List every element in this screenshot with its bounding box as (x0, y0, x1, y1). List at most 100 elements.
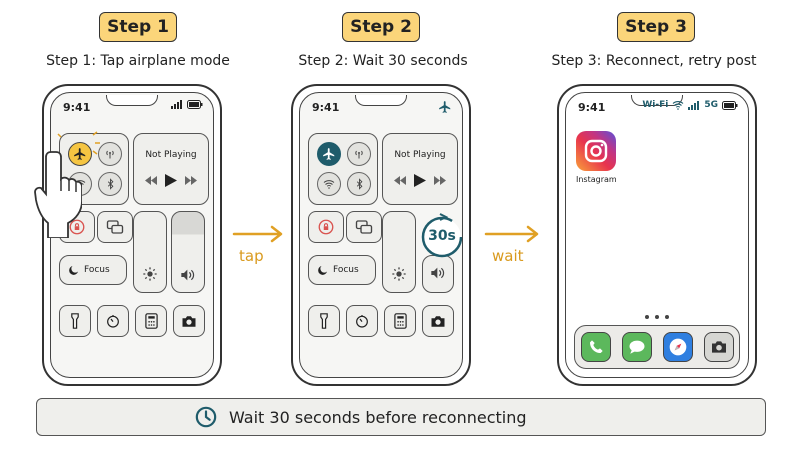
battery-icon (722, 100, 738, 110)
screen-mirroring-button[interactable] (346, 211, 382, 243)
safari-app[interactable] (662, 332, 693, 362)
focus-button[interactable]: Focus (59, 255, 127, 285)
airplane-icon (323, 148, 335, 160)
now-playing-panel: Not Playing (133, 133, 209, 205)
status-time: 9:41 (312, 101, 340, 114)
bluetooth-icon (356, 178, 362, 190)
countdown-ring (421, 213, 462, 258)
brightness-icon (143, 267, 157, 281)
phone-app[interactable] (580, 332, 611, 362)
connectivity-panel (308, 133, 378, 205)
volume-icon (181, 269, 195, 281)
connectivity-panel (59, 133, 129, 205)
focus-label: Focus (333, 265, 359, 275)
status-icons: Wi-Fi 5G (642, 100, 738, 110)
volume-slider[interactable] (422, 255, 454, 293)
phone-step-1: 9:41 Not Playing (42, 84, 222, 386)
forward-icon[interactable] (185, 176, 197, 185)
step-2-caption: Step 2: Wait 30 seconds (298, 53, 468, 69)
status-time: 9:41 (578, 101, 606, 114)
rotation-lock-icon (69, 219, 85, 235)
wifi-icon (672, 101, 684, 110)
screen-mirroring-icon (355, 220, 373, 234)
wifi-toggle[interactable] (317, 172, 341, 196)
camera-app[interactable] (703, 332, 734, 362)
clock-icon (195, 406, 217, 428)
moon-icon (69, 266, 78, 275)
rotation-lock-icon (318, 219, 334, 235)
flashlight-button[interactable] (308, 305, 340, 337)
now-playing-panel: Not Playing (382, 133, 458, 205)
cellular-data-icon (355, 150, 363, 159)
cellular-label: 5G (704, 100, 718, 110)
forward-icon[interactable] (434, 176, 446, 185)
calculator-button[interactable] (135, 305, 167, 337)
messages-app[interactable] (621, 332, 652, 362)
phone-step-2: 9:41 Not Playing (291, 84, 471, 386)
brightness-slider[interactable] (382, 211, 416, 293)
flashlight-icon (71, 313, 79, 329)
moon-icon (318, 266, 327, 275)
camera-button[interactable] (422, 305, 454, 337)
camera-icon (431, 315, 445, 327)
wifi-status-label: Wi-Fi (642, 100, 669, 110)
wifi-icon (323, 180, 335, 189)
brightness-icon (392, 267, 406, 281)
airplane-icon (74, 148, 86, 160)
timer-label: 30s (428, 228, 456, 244)
notch (106, 95, 158, 106)
step-3-badge: Step 3 (617, 12, 695, 42)
airplane-mode-toggle[interactable] (68, 142, 92, 166)
rewind-icon[interactable] (394, 176, 406, 185)
phone-step-3: 9:41 Wi-Fi 5G Instagram (557, 84, 757, 386)
bluetooth-toggle[interactable] (98, 172, 122, 196)
bluetooth-icon (107, 178, 113, 190)
signal-icon (171, 100, 182, 109)
cellular-data-toggle[interactable] (98, 142, 122, 166)
footer-text: Wait 30 seconds before reconnecting (229, 407, 527, 427)
messages-icon (629, 340, 644, 354)
play-icon[interactable] (414, 174, 426, 187)
countdown-timer: 30s (418, 211, 462, 259)
arrow-wait (484, 225, 539, 243)
calculator-button[interactable] (384, 305, 416, 337)
screen-mirroring-icon (106, 220, 124, 234)
dock (574, 325, 740, 369)
step-1-caption: Step 1: Tap airplane mode (46, 53, 230, 69)
signal-icon (688, 100, 700, 110)
step-2-badge: Step 2 (342, 12, 420, 42)
timer-icon (107, 315, 119, 328)
bluetooth-toggle[interactable] (347, 172, 371, 196)
cellular-data-icon (106, 150, 114, 159)
camera-icon (711, 341, 726, 353)
hand-pointer-icon (34, 151, 82, 238)
rewind-icon[interactable] (145, 176, 157, 185)
airplane-mode-toggle[interactable] (317, 142, 341, 166)
arrow-tap-label: tap (239, 247, 264, 265)
camera-button[interactable] (173, 305, 205, 337)
arrow-wait-label: wait (492, 247, 524, 265)
screen-mirroring-button[interactable] (97, 211, 133, 243)
step-3-caption: Step 3: Reconnect, retry post (551, 53, 757, 69)
flashlight-icon (320, 313, 328, 329)
step-1-badge: Step 1 (99, 12, 177, 42)
flashlight-button[interactable] (59, 305, 91, 337)
play-icon[interactable] (165, 174, 177, 187)
footer-banner: Wait 30 seconds before reconnecting (36, 398, 766, 436)
focus-button[interactable]: Focus (308, 255, 376, 285)
status-time: 9:41 (63, 101, 91, 114)
volume-icon (431, 267, 445, 279)
status-icons (438, 100, 452, 114)
arrow-tap (232, 225, 283, 243)
calculator-icon (393, 313, 407, 329)
control-center-screen: 9:41 Not Playing (50, 92, 214, 378)
timer-button[interactable] (97, 305, 129, 337)
volume-slider[interactable] (171, 211, 205, 293)
cellular-data-toggle[interactable] (347, 142, 371, 166)
page-indicator (566, 315, 748, 319)
timer-icon (356, 315, 368, 328)
rotation-lock-button[interactable] (308, 211, 344, 243)
brightness-slider[interactable] (133, 211, 167, 293)
instagram-app[interactable] (576, 131, 616, 171)
timer-button[interactable] (346, 305, 378, 337)
